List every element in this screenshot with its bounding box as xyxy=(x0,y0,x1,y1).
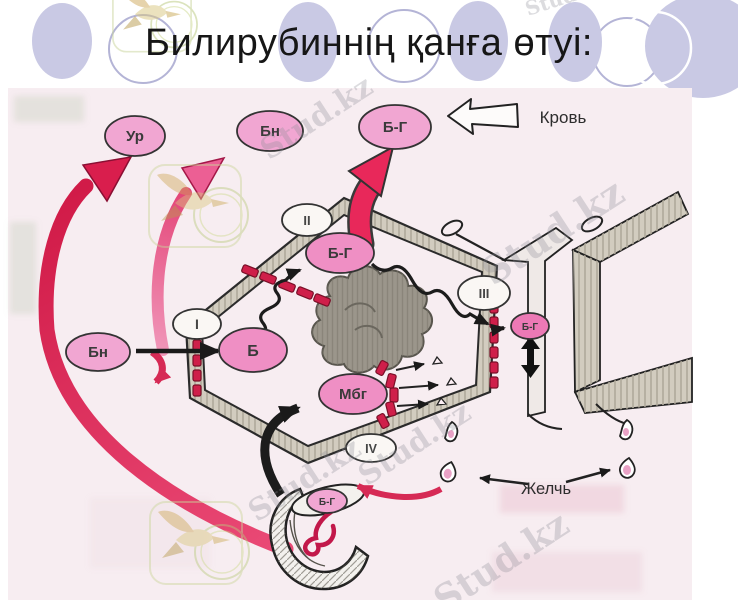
stage-iv-marker: IV xyxy=(345,433,397,463)
canaliculus-opening-left xyxy=(440,219,464,237)
excretion-squiggle-arrow xyxy=(370,262,490,326)
slide-title: Билирубиннің қанға өтуі: xyxy=(145,22,593,64)
stage-iii-marker: III xyxy=(457,275,511,311)
svg-text:II: II xyxy=(303,213,310,228)
svg-text:Б-Г: Б-Г xyxy=(328,245,353,262)
bile-label: Желчь xyxy=(521,480,571,498)
svg-text:I: I xyxy=(195,316,199,332)
stage-ii-marker: II xyxy=(281,203,333,237)
cell-nucleus xyxy=(311,265,433,374)
svg-text:Мбг: Мбг xyxy=(339,386,367,403)
canalicular-double-arrow xyxy=(521,336,540,378)
bile-indicator: Желчь xyxy=(479,467,611,498)
svg-text:IV: IV xyxy=(365,442,377,456)
svg-text:III: III xyxy=(479,286,490,301)
bn-entry-arrow xyxy=(149,349,172,385)
svg-text:Б-Г: Б-Г xyxy=(383,119,408,136)
bile-into-duct-arrow xyxy=(356,483,443,500)
node-bg-center: Б-Г xyxy=(305,232,375,274)
node-bg-bile: Б-Г xyxy=(306,488,348,514)
stage-i-marker: I xyxy=(172,308,222,340)
mbg-secretion-arrows xyxy=(395,355,458,410)
node-bg-membrane: Б-Г xyxy=(510,312,550,340)
canalicular-transport-arrow xyxy=(490,323,506,337)
svg-text:Б-Г: Б-Г xyxy=(319,497,336,508)
canaliculus-opening-right xyxy=(580,215,604,233)
conjugation-squiggle-arrow xyxy=(258,268,302,340)
node-b-cell: Б xyxy=(218,327,288,373)
node-bg-top: Б-Г xyxy=(358,104,432,150)
svg-text:Бн: Бн xyxy=(88,344,108,361)
node-bn-blood: Бн xyxy=(65,332,131,372)
svg-text:Бн: Бн xyxy=(260,123,280,140)
bilirubin-curl xyxy=(303,509,336,557)
blood-indicator: Кровь xyxy=(447,98,587,135)
svg-text:Ур: Ур xyxy=(126,128,144,145)
reflux-arrow-to-ur xyxy=(38,156,294,557)
node-bn-top: Бн xyxy=(236,110,304,152)
svg-text:Б: Б xyxy=(247,343,259,360)
node-mbg: Мбг xyxy=(318,373,388,415)
header-decoration: Stud.kz xyxy=(32,0,738,98)
blood-label: Кровь xyxy=(540,108,587,127)
node-ur: Ур xyxy=(104,115,166,157)
svg-text:Б-Г: Б-Г xyxy=(522,322,539,333)
blood-direction-arrow xyxy=(447,98,519,135)
duct-to-mbg-arrow xyxy=(260,403,301,498)
bile-droplets xyxy=(439,418,636,483)
